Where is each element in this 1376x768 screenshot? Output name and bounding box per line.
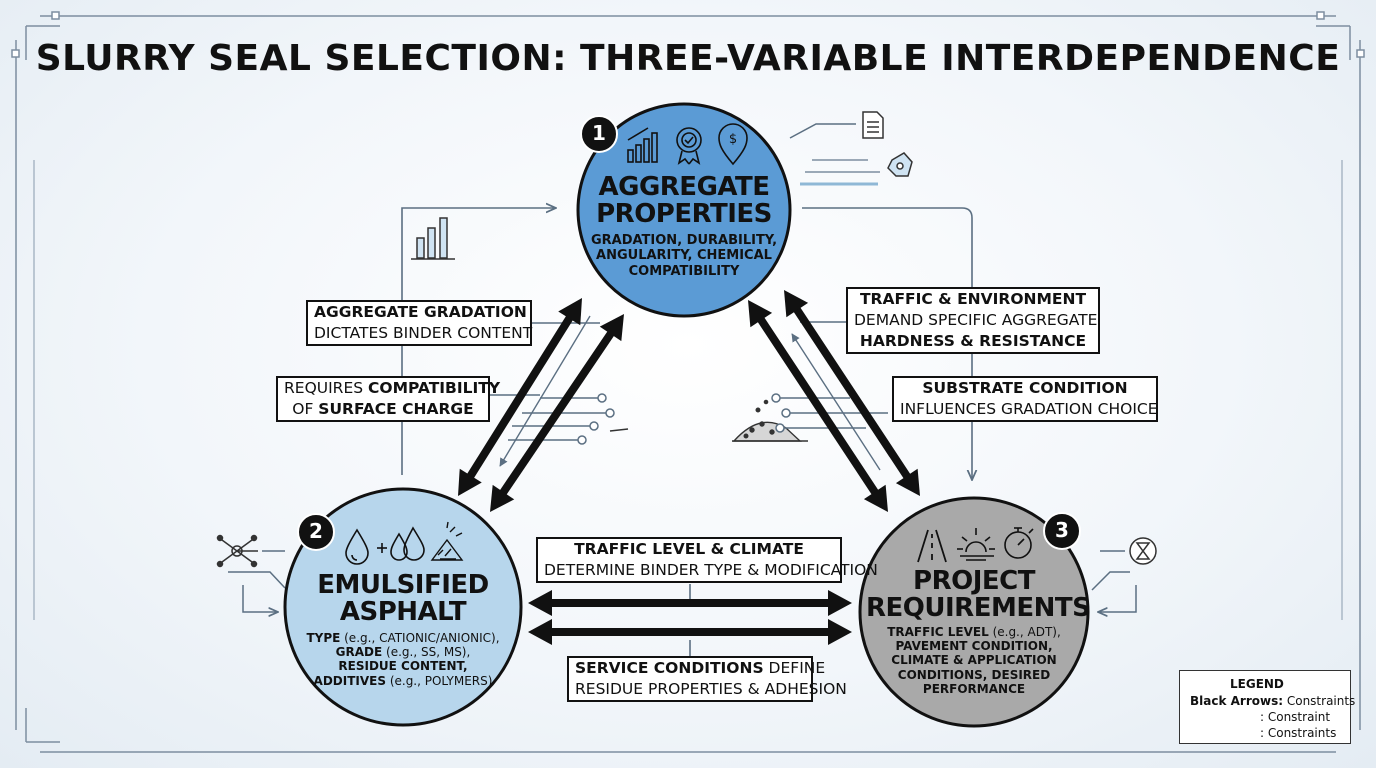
emulsified-heading-line2: ASPHALT: [339, 596, 467, 627]
emulsified-node: EMULSIFIED ASPHALT TYPE (e.g., CATIONIC/…: [290, 572, 516, 688]
description-line: RESIDUE CONTENT,: [338, 659, 468, 674]
label-service-conditions: SERVICE CONDITIONS DEFINE RESIDUE PROPERT…: [567, 656, 847, 702]
label-line: TRAFFIC & ENVIRONMENT: [859, 290, 1087, 308]
badge-3: [1043, 512, 1081, 550]
aggregate-desc-line: GRADATION, DURABILITY,: [590, 233, 778, 249]
legend-row-2: : Constraint: [1260, 710, 1331, 724]
left-side-lines: [228, 550, 286, 612]
page-title: SLURRY SEAL SELECTION: THREE-VARIABLE IN…: [35, 38, 1341, 79]
legend-row1-text: Constraints: [1283, 694, 1356, 708]
label-line: DETERMINE BINDER TYPE & MODIFICATION: [544, 561, 878, 579]
droplet-icon: [345, 528, 369, 565]
label-line: SUBSTRATE CONDITION: [922, 379, 1128, 397]
label-substrate-condition: SUBSTRATE CONDITION INFLUENCES GRADATION …: [892, 376, 1158, 422]
dollar-pin-icon: $: [718, 123, 748, 166]
legend: LEGEND Black Arrows: Constraints : Const…: [1179, 670, 1355, 744]
top-right-lines: [789, 123, 880, 186]
project-heading: PROJECT REQUIREMENTS: [866, 566, 1091, 623]
emulsified-heading: EMULSIFIED ASPHALT: [290, 572, 516, 625]
label-line: TRAFFIC LEVEL & CLIMATE: [574, 540, 804, 558]
legend-row-1: Black Arrows: Constraints: [1190, 694, 1355, 708]
bar-chart-icon-left: [411, 217, 455, 260]
label-line: INFLUENCES GRADATION CHOICE: [900, 400, 1158, 418]
badge-1-number: 1: [592, 121, 606, 145]
description-line: CONDITIONS, DESIRED: [897, 667, 1051, 682]
project-circle: [858, 496, 1090, 728]
svg-text:$: $: [729, 132, 737, 147]
arrow-agg-emul-inner: [490, 314, 624, 512]
inner-thin-arrows: [499, 315, 881, 471]
description-line: CLIMATE & APPLICATION: [891, 653, 1057, 668]
plus-icon: [377, 543, 387, 553]
emulsified-heading-line1: EMULSIFIED: [317, 570, 489, 600]
label-line: OF SURFACE CHARGE: [292, 400, 474, 418]
stopwatch-icon: [1004, 527, 1034, 559]
legend-title: LEGEND: [1230, 677, 1284, 691]
label-surface-charge: REQUIRES COMPATIBILITY OF SURFACE CHARGE: [276, 376, 501, 422]
arrow-agg-emul-outer: [458, 298, 582, 496]
double-droplet-icon: [390, 526, 425, 561]
bar-chart-icon: [627, 127, 658, 163]
label-line: AGGREGATE GRADATION: [314, 303, 527, 321]
description-line: GRADE (e.g., SS, MS),: [335, 645, 471, 660]
project-node: PROJECT REQUIREMENTS TRAFFIC LEVEL (e.g.…: [866, 566, 1091, 696]
aggregate-pile-icon: [732, 399, 808, 442]
label-line: HARDNESS & RESISTANCE: [859, 332, 1087, 350]
description-line: PERFORMANCE: [922, 681, 1026, 696]
badge-1: [580, 115, 618, 153]
label-line: RESIDUE PROPERTIES & ADHESION: [575, 680, 847, 698]
circuit-lines-left: [508, 393, 629, 445]
right-side-lines: [1091, 550, 1137, 612]
project-description: TRAFFIC LEVEL (e.g., ADT),PAVEMENT CONDI…: [866, 625, 1082, 696]
description-line: ADDITIVES (e.g., POLYMERS): [313, 673, 493, 688]
document-icon: [862, 111, 884, 139]
arrow-emul-proj-bottom: [528, 619, 852, 645]
aggregate-heading-line2: PROPERTIES: [596, 198, 772, 229]
arrow-emul-proj-top: [528, 590, 852, 616]
badge-3-number: 3: [1055, 518, 1069, 542]
powder-pile-icon: [430, 521, 464, 561]
label-line: DEMAND SPECIFIC AGGREGATE: [854, 311, 1098, 329]
hourglass-icon: [1129, 537, 1157, 565]
arrow-agg-proj-inner: [748, 300, 888, 512]
badge-2: [297, 513, 335, 551]
label-line: DICTATES BINDER CONTENT: [314, 324, 533, 342]
outer-frame: [11, 11, 1365, 753]
legend-row-3: : Constraints: [1260, 726, 1337, 740]
aggregate-node: AGGREGATE PROPERTIES GRADATION, DURABILI…: [590, 174, 778, 279]
left-network-icon: [216, 534, 258, 568]
description-line: TYPE (e.g., CATIONIC/ANIONIC),: [306, 631, 500, 646]
emulsified-description: TYPE (e.g., CATIONIC/ANIONIC),GRADE (e.g…: [290, 631, 516, 688]
award-badge-icon: [676, 127, 702, 165]
description-line: TRAFFIC LEVEL (e.g., ADT),: [887, 625, 1061, 640]
aggregate-desc-line: ANGULARITY, CHEMICAL: [596, 248, 772, 264]
label-traffic-environment: TRAFFIC & ENVIRONMENT DEMAND SPECIFIC AGG…: [846, 287, 1100, 354]
emulsified-circle: [283, 487, 523, 727]
label-line: SERVICE CONDITIONS DEFINE: [575, 659, 826, 677]
aggregate-circle: [576, 102, 792, 318]
warning-hex-icon: [887, 152, 913, 177]
arrow-agg-proj-outer: [784, 290, 920, 496]
description-line: PAVEMENT CONDITION,: [895, 639, 1053, 654]
aggregate-heading-line1: AGGREGATE: [598, 172, 770, 202]
badge-2-number: 2: [309, 519, 323, 543]
label-line: REQUIRES COMPATIBILITY: [284, 379, 501, 397]
legend-row1-bold: Black Arrows:: [1190, 694, 1284, 708]
label-aggregate-gradation: AGGREGATE GRADATION DICTATES BINDER CONTE…: [306, 300, 532, 346]
constraint-arrows: [458, 290, 920, 645]
project-heading-line1: PROJECT: [913, 566, 1035, 596]
aggregate-description: GRADATION, DURABILITY, ANGULARITY, CHEMI…: [590, 233, 778, 279]
aggregate-heading: AGGREGATE PROPERTIES: [590, 174, 778, 227]
label-traffic-climate: TRAFFIC LEVEL & CLIMATE DETERMINE BINDER …: [536, 537, 878, 583]
road-icon: [917, 529, 947, 563]
aggregate-desc-line: COMPATIBILITY: [628, 263, 740, 279]
project-heading-line2: REQUIREMENTS: [866, 592, 1091, 623]
sun-icon: [957, 528, 995, 561]
